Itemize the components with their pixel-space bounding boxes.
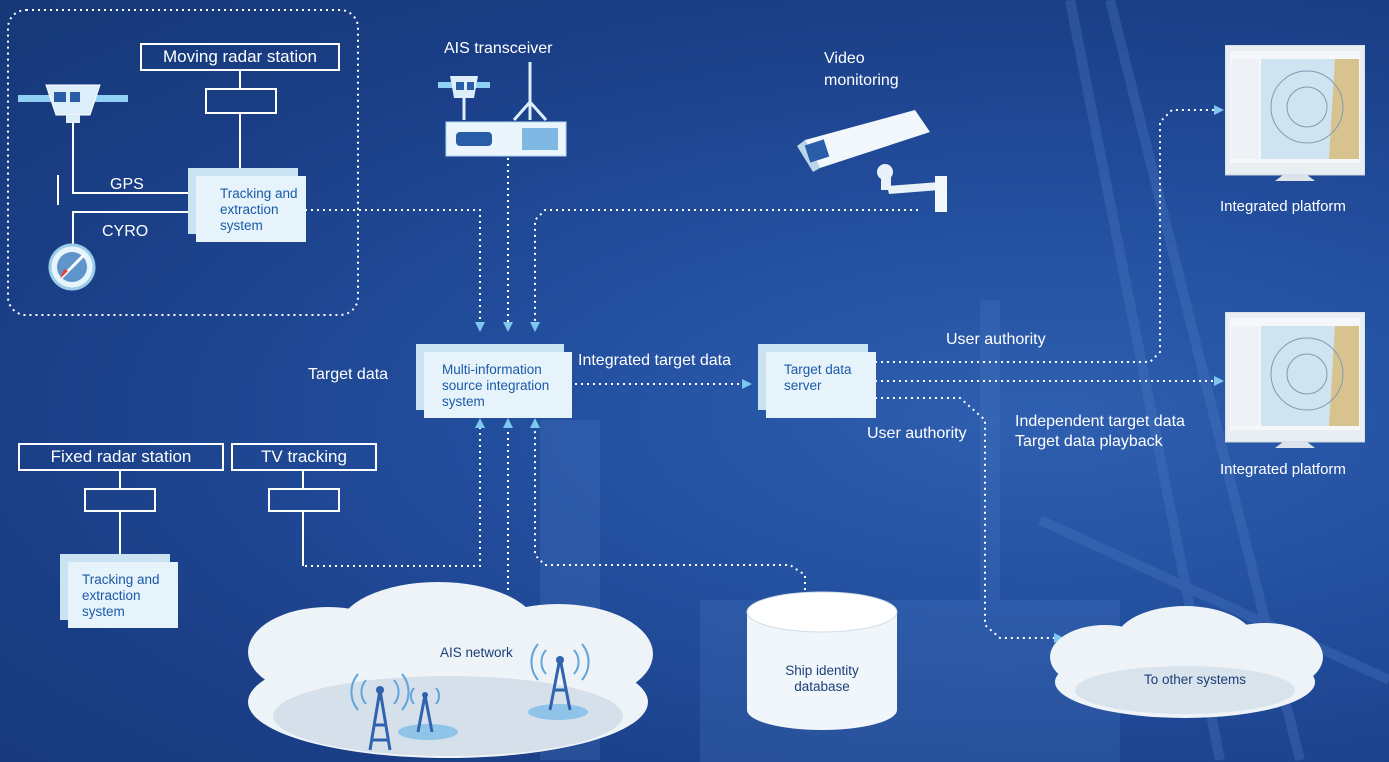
cloud-icon (1050, 606, 1323, 718)
target-data-server-label: Target data server (784, 362, 852, 393)
tracking-top-label: Tracking and extraction system (220, 186, 298, 233)
tracking-bottom-label: Tracking and extraction system (82, 572, 160, 619)
multi-info-label: Multi-information source integration sys… (442, 362, 550, 409)
radar-antenna-icon (18, 84, 128, 123)
integrated-platform-bottom-label: Integrated platform (1220, 461, 1346, 478)
moving-radar-group-border (7, 9, 359, 316)
independent-target-data-label: Independent target data (1015, 413, 1185, 430)
fixed-radar-unit (84, 488, 156, 512)
target-data-playback-label: Target data playback (1015, 433, 1163, 450)
gps-label: GPS (110, 176, 144, 193)
ais-network-label: AIS network (440, 645, 513, 660)
video-monitoring-label: Video monitoring (824, 50, 899, 89)
user-authority-bottom-label: User authority (867, 425, 967, 442)
tracking-extraction-system-bottom: Tracking and extraction system (68, 562, 178, 628)
monitor-icon (1225, 45, 1365, 181)
user-authority-top-label: User authority (946, 331, 1046, 348)
cctv-camera-icon (797, 110, 947, 212)
compass-icon (48, 243, 96, 291)
ais-transceiver-label: AIS transceiver (444, 40, 553, 57)
tv-tracking-box: TV tracking (231, 443, 377, 471)
multi-information-integration-box: Multi-information source integration sys… (424, 352, 572, 418)
cyro-label: CYRO (102, 223, 149, 240)
database-cylinder-icon (746, 591, 898, 730)
to-other-systems-label: To other systems (1143, 672, 1247, 687)
ship-identity-database-label: Ship identity database (785, 663, 859, 694)
target-data-label: Target data (308, 366, 389, 383)
integrated-platform-top-label: Integrated platform (1220, 198, 1346, 215)
tracking-extraction-system-top: Tracking and extraction system (196, 176, 306, 242)
integrated-target-data-label: Integrated target data (578, 352, 731, 369)
radio-tower-icon (350, 643, 590, 751)
tv-tracking-unit (268, 488, 340, 512)
monitor-icon (1225, 312, 1365, 448)
ais-transceiver-icon (438, 62, 567, 157)
target-data-server-box: Target data server (766, 352, 876, 418)
fixed-radar-station-box: Fixed radar station (18, 443, 224, 471)
cloud-icon (248, 582, 653, 758)
moving-radar-unit (205, 88, 277, 114)
moving-radar-station-box: Moving radar station (140, 43, 340, 71)
